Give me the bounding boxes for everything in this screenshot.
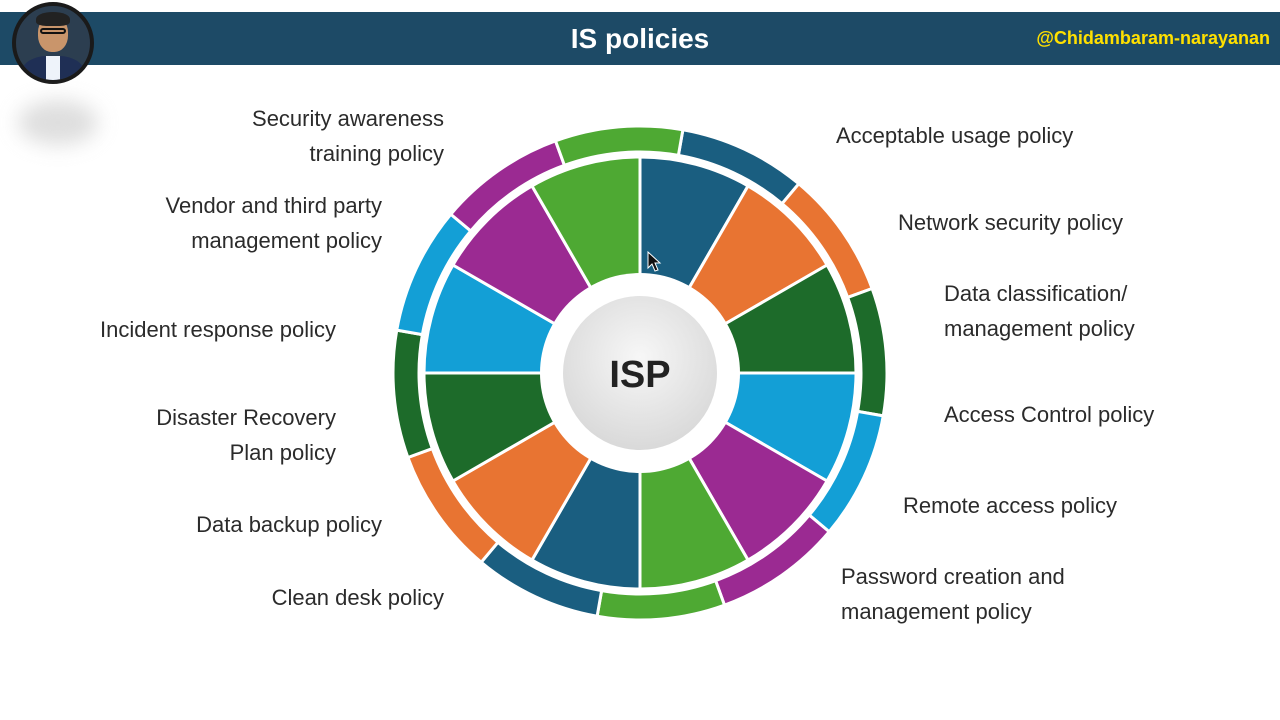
- presenter-avatar: [12, 2, 94, 84]
- center-hub: [563, 296, 717, 450]
- center-label: ISP: [609, 354, 670, 396]
- author-handle: @Chidambaram-narayanan: [1036, 28, 1270, 48]
- policy-label: Data backup policy: [196, 512, 382, 537]
- policy-label: Disaster Recovery Plan policy: [156, 405, 336, 465]
- policy-label: Vendor and third party management policy: [165, 193, 382, 253]
- policy-label: Data classification/ management policy: [944, 281, 1135, 341]
- policy-label: Password creation and management policy: [841, 564, 1065, 624]
- slide-title: IS policies: [570, 23, 710, 54]
- policy-label: Acceptable usage policy: [836, 123, 1074, 148]
- outer-segment: [553, 124, 685, 168]
- policy-label: Security awareness training policy: [252, 106, 444, 166]
- blurred-region: [18, 100, 98, 145]
- outer-ring: [391, 124, 889, 622]
- policy-label: Incident response policy: [99, 317, 336, 342]
- policy-label: Access Control policy: [944, 402, 1155, 427]
- policy-label: Clean desk policy: [271, 585, 444, 610]
- inner-ring: [422, 155, 858, 591]
- policy-label: Network security policy: [898, 210, 1123, 235]
- header-bar: [0, 12, 1280, 65]
- policy-label: Remote access policy: [903, 493, 1117, 518]
- mouse-cursor-icon: [647, 250, 662, 272]
